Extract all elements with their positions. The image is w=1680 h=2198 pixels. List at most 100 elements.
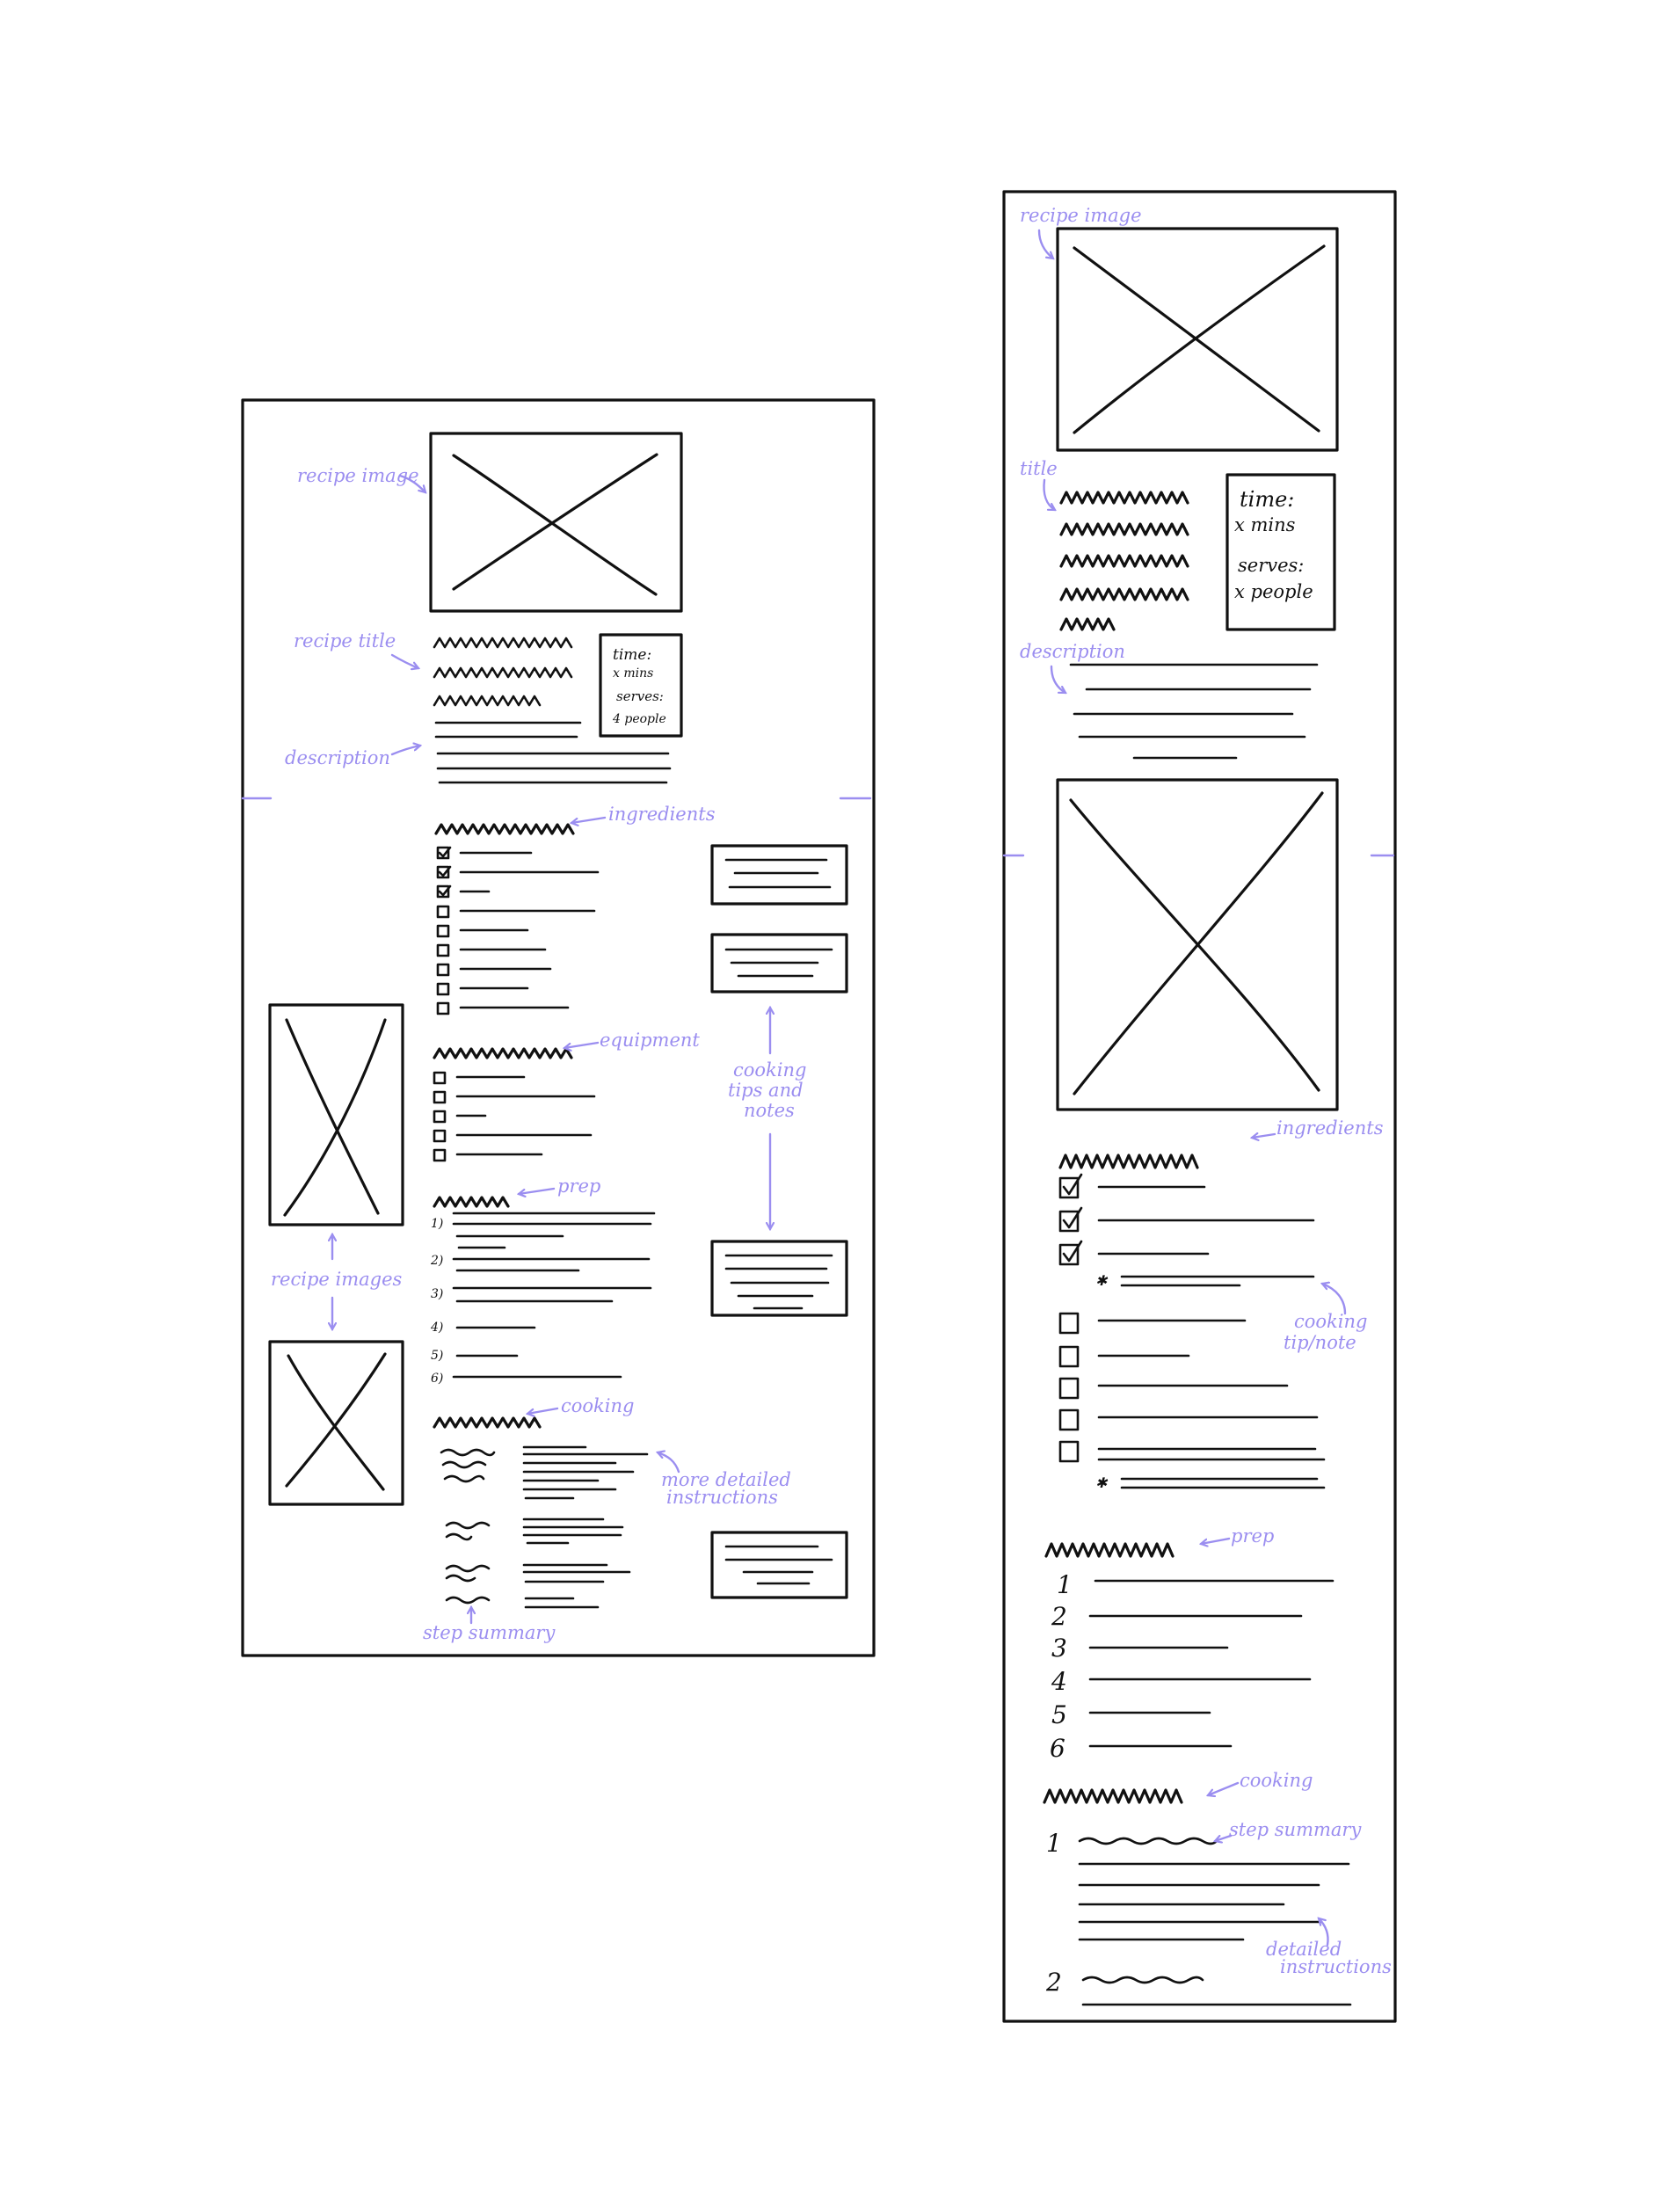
m-arrow-cooking: [1208, 1781, 1240, 1795]
label-cooking: cooking: [561, 1395, 634, 1416]
info-time-label: time:: [613, 646, 651, 664]
arrow-recipe-image: [398, 474, 425, 492]
label-cooking-tips-2: tips and: [728, 1080, 804, 1101]
mobile-prep-heading: [1044, 1542, 1175, 1558]
m-label-cooking-tip-2: tip/note: [1284, 1332, 1356, 1353]
m-arrow-detailed: [1319, 1918, 1329, 1947]
m-info-time-value: x mins: [1234, 514, 1296, 535]
arrow-cooking: [527, 1407, 559, 1414]
desktop-tip-box-3: [710, 1240, 848, 1317]
mobile-info-box: time: x mins serves: x people: [1225, 473, 1336, 631]
desktop-tip-box-1: [710, 844, 848, 906]
m-prep-num-2: 2: [1051, 1602, 1067, 1631]
mobile-wireframe: recipe image title time: x mins serves: …: [1002, 190, 1397, 2023]
mobile-ingredients-list: ✱ ✱: [1058, 1173, 1326, 1491]
desktop-tip-box-4: [710, 1531, 848, 1599]
m-prep-num-1: 1: [1057, 1570, 1073, 1599]
label-more-detailed-1: more detailed: [661, 1469, 791, 1490]
m-prep-num-5: 5: [1051, 1700, 1067, 1729]
arrow-recipe-title: [390, 653, 418, 668]
m-prep-num-4: 4: [1051, 1667, 1067, 1696]
desktop-prep-steps: 1) 2) 3) 4) 5) 6): [430, 1212, 656, 1386]
m-prep-num-3: 3: [1051, 1634, 1067, 1663]
label-equipment: equipment: [600, 1030, 700, 1051]
m-arrow-title: [1043, 478, 1056, 512]
label-recipe-title: recipe title: [294, 630, 396, 651]
svg-text:✱: ✱: [1095, 1474, 1109, 1491]
mobile-prep-steps: 1 2 3 4 5 6: [1050, 1570, 1335, 1763]
arrow-ingredients: [571, 816, 607, 823]
m-label-description: description: [1020, 641, 1125, 662]
m-cook-num-1: 1: [1046, 1829, 1062, 1858]
info-serves-value: 4 people: [612, 712, 666, 726]
prep-num-6: 6): [431, 1372, 443, 1386]
m-label-ingredients: ingredients: [1276, 1117, 1384, 1139]
desktop-equipment-list: [433, 1071, 596, 1162]
mobile-description-lines: [1069, 663, 1319, 760]
desktop-cooking-steps: [440, 1445, 649, 1609]
mobile-frame: [1002, 190, 1397, 2023]
m-label-prep: prep: [1231, 1525, 1274, 1547]
desktop-description-lines: [434, 721, 672, 784]
desktop-prep-heading: [433, 1196, 510, 1208]
desktop-frame: [241, 398, 876, 1657]
m-label-title: title: [1020, 458, 1058, 479]
info-serves-label: serves:: [616, 688, 664, 704]
m-arrow-description: [1050, 665, 1065, 695]
label-step-summary: step summary: [423, 1622, 556, 1643]
mobile-cooking-heading: [1043, 1788, 1183, 1804]
m-arrow-prep: [1201, 1537, 1231, 1544]
label-prep: prep: [557, 1175, 600, 1197]
desktop-cooking-heading: [433, 1416, 542, 1429]
m-label-step-summary: step summary: [1229, 1819, 1362, 1840]
desktop-hero-image: [429, 432, 683, 613]
m-arrow-recipe-image: [1037, 229, 1053, 258]
prep-num-2: 2): [430, 1254, 443, 1268]
mobile-title-squiggle: [1059, 491, 1189, 631]
m-label-recipe-image: recipe image: [1020, 205, 1142, 226]
desktop-equipment-heading: [433, 1047, 573, 1059]
m-info-time-label: time:: [1240, 487, 1294, 512]
m-cook-num-2: 2: [1045, 1968, 1062, 1997]
m-info-serves-label: serves:: [1238, 555, 1304, 576]
mobile-secondary-image: [1056, 778, 1339, 1111]
label-ingredients: ingredients: [608, 804, 716, 825]
label-description: description: [285, 747, 390, 768]
tip-star-1: ✱: [1095, 1272, 1109, 1289]
prep-num-1: 1): [431, 1217, 443, 1231]
m-label-cooking-tip-1: cooking: [1294, 1311, 1367, 1332]
m-arrow-cooking-tip: [1322, 1284, 1347, 1315]
desktop-wireframe: recipe image recipe title time: x mins s…: [241, 398, 876, 1657]
label-recipe-image: recipe image: [297, 465, 419, 486]
m-label-detailed-2: instructions: [1280, 1956, 1392, 1977]
m-arrow-ingredients: [1252, 1134, 1276, 1138]
mobile-ingredients-heading: [1058, 1154, 1199, 1169]
m-label-detailed-1: detailed: [1266, 1939, 1342, 1960]
arrow-equipment: [564, 1041, 600, 1048]
m-label-cooking: cooking: [1240, 1770, 1313, 1791]
arrow-prep: [519, 1187, 556, 1194]
m-prep-num-6: 6: [1050, 1734, 1065, 1763]
arrow-more-detailed: [658, 1452, 680, 1474]
label-more-detailed-2: instructions: [666, 1487, 778, 1508]
label-recipe-images: recipe images: [271, 1269, 403, 1290]
prep-num-3: 3): [431, 1287, 443, 1301]
m-arrow-step-summary: [1215, 1834, 1233, 1841]
desktop-ingredients-list: [436, 846, 600, 1015]
desktop-ingredients-heading: [434, 823, 575, 835]
arrow-description: [390, 746, 420, 756]
desktop-side-image-2: [268, 1340, 404, 1506]
info-time-value: x mins: [613, 666, 653, 681]
mobile-hero-image: [1056, 227, 1339, 452]
m-info-serves-value: x people: [1234, 581, 1313, 602]
label-cooking-tips-3: notes: [744, 1100, 795, 1121]
desktop-info-box: time: x mins serves: 4 people: [599, 633, 683, 738]
prep-num-5: 5): [431, 1349, 443, 1363]
desktop-tip-box-2: [710, 933, 848, 993]
desktop-title-squiggle: [433, 637, 573, 707]
label-cooking-tips-1: cooking: [733, 1059, 806, 1081]
desktop-side-image-1: [268, 1003, 404, 1226]
mobile-cooking-steps: 1 2: [1045, 1829, 1352, 2006]
prep-num-4: 4): [430, 1321, 443, 1335]
